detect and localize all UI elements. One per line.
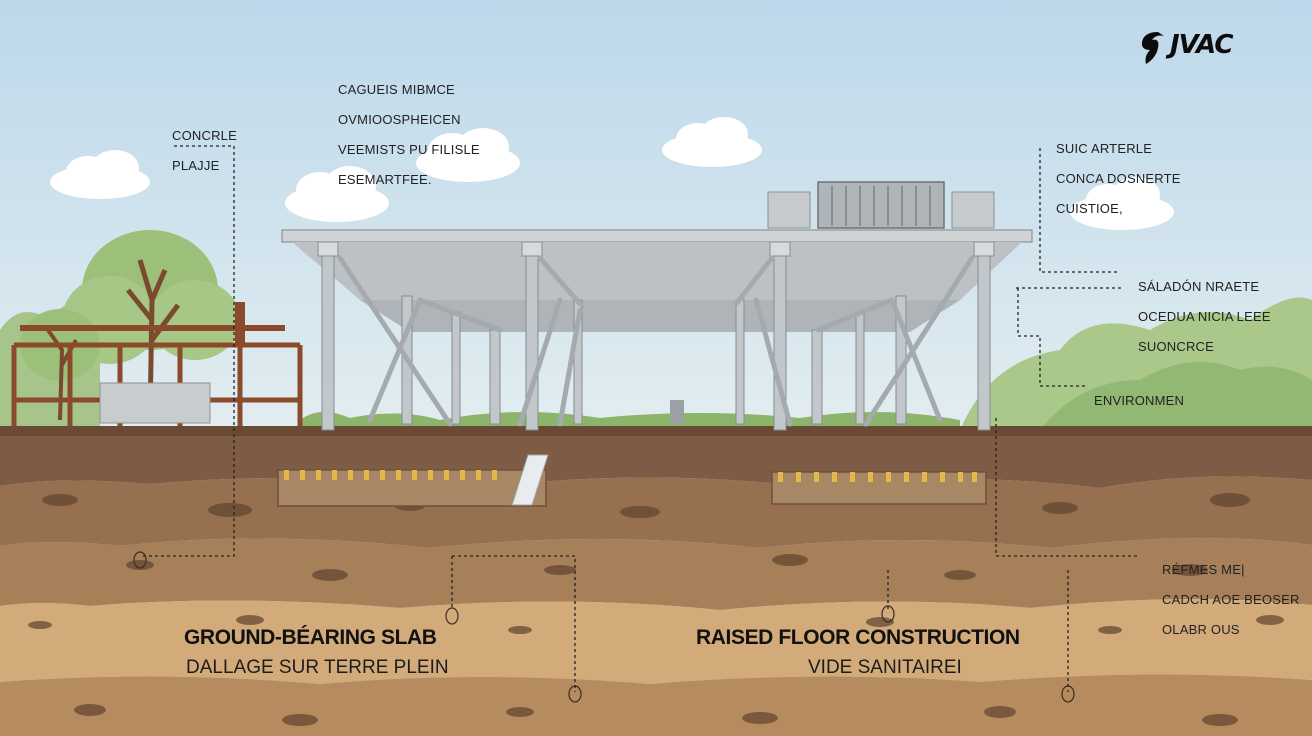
annotation-line: RÉFMES ME| (1162, 562, 1245, 577)
annotation-environment: ENVIRONMEN (1094, 378, 1184, 423)
annotation-line: CONCA DOSNERTE (1056, 171, 1181, 186)
annotation-lower-right: RÉFMES ME| CADCH AOE BEOSER OLABR OUS (1162, 547, 1300, 652)
annotation-mid-right: SÁLADÓN NRAETE OCEDUA NICIA LEEE SUONCRC… (1138, 264, 1271, 369)
annotation-line: SUIC ARTERLE (1056, 141, 1153, 156)
annotation-line: OVMIOOSPHEICEN (338, 112, 461, 127)
clouds (50, 117, 1174, 230)
annotation-line: VEEMISTS PU FILISLE (338, 142, 480, 157)
swirl-mark-icon (1141, 32, 1164, 64)
annotation-line: CUISTIOE, (1056, 201, 1123, 216)
annotation-top-center: CAGUEIS MIBMCE OVMIOOSPHEICEN VEEMISTS P… (338, 67, 480, 202)
soil-layers (0, 436, 1312, 736)
annotation-top-right: SUIC ARTERLE CONCA DOSNERTE CUISTIOE, (1056, 126, 1181, 231)
section-title-left: GROUND-BÉARING SLAB (184, 626, 437, 649)
logo: JVAC (1138, 28, 1272, 68)
annotation-line: OCEDUA NICIA LEEE (1138, 309, 1271, 324)
annotation-line: PLAJJE (172, 158, 220, 173)
section-subtitle-right: VIDE SANITAIREI (808, 657, 962, 678)
annotation-line: SÁLADÓN NRAETE (1138, 279, 1260, 294)
cloud-left (50, 150, 150, 199)
annotation-line: ESEMARTFEE. (338, 172, 432, 187)
soil-stones (28, 493, 1284, 726)
annotation-line: CADCH AOE BEOSER (1162, 592, 1300, 607)
annotation-top-left: CONCRLE PLAJJE (172, 113, 237, 188)
cloud-center-right (662, 117, 762, 167)
annotation-line: CONCRLE (172, 128, 237, 143)
logo-text: JVAC (1170, 30, 1233, 60)
annotation-line: ENVIRONMEN (1094, 393, 1185, 408)
leader-lines (140, 145, 1140, 692)
annotation-line: SUONCRCE (1138, 339, 1214, 354)
annotation-line: OLABR OUS (1162, 622, 1240, 637)
cloud-center-left (285, 166, 389, 222)
section-subtitle-left: DALLAGE SUR TERRE PLEIN (186, 657, 449, 678)
buried-foundation-right (771, 471, 987, 505)
left-equipment (99, 382, 211, 424)
annotation-line: CAGUEIS MIBMCE (338, 82, 455, 97)
ground-surface (0, 426, 1312, 436)
leader-dots (133, 551, 1075, 703)
cloud-right (1070, 177, 1174, 230)
buried-foundation-left (277, 454, 549, 507)
section-title-right: RAISED FLOOR CONSTRUCTION (696, 626, 1020, 649)
cloud-center (416, 128, 520, 182)
raised-structure (281, 181, 1033, 431)
